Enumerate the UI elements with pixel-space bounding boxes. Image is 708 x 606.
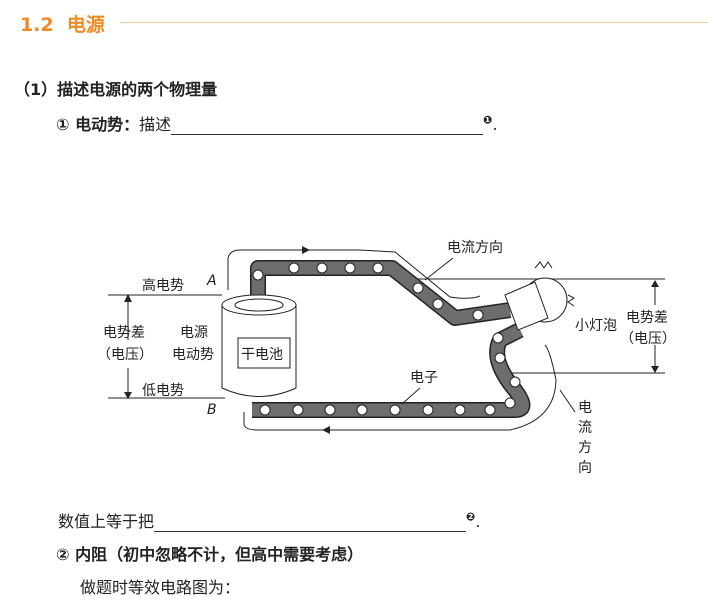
section-divider — [120, 22, 708, 23]
period: . — [492, 115, 498, 134]
left-voltage-label: （电压） — [97, 347, 153, 363]
section-number: 1.2 — [20, 14, 54, 36]
footnote-marker-1: ❶ — [483, 113, 493, 127]
item-emf-prefix: 描述 — [139, 115, 172, 134]
battery: 干电池 — [221, 294, 297, 397]
point-b-label: B — [207, 402, 217, 418]
source-emf-label-2: 电动势 — [172, 347, 214, 363]
battery-label: 干电池 — [241, 347, 283, 363]
right-voltage-label: （电压） — [620, 331, 676, 347]
current-direction-char: 流 — [578, 420, 592, 436]
emf-value-blank[interactable] — [154, 515, 467, 532]
current-direction-label-right: 电 — [578, 400, 592, 416]
point-a-label: A — [206, 273, 217, 289]
electrons — [252, 262, 521, 416]
period: . — [475, 512, 481, 531]
current-direction-char: 向 — [578, 460, 592, 476]
battery-circuit-diagram: 干电池 电流方向 高电势 低电势 A B 电势差 （电压） 电源 电动势 小灯泡… — [97, 240, 676, 476]
equivalent-circuit-text: 做题时等效电路图为： — [80, 578, 241, 597]
current-path-bottom — [243, 344, 557, 431]
item-emf: ① 电动势：描述 ❶. — [56, 111, 498, 135]
emf-blank[interactable] — [171, 118, 484, 135]
current-path-top — [227, 249, 481, 299]
high-potential-label: 高电势 — [142, 277, 184, 294]
light-bulb — [504, 261, 575, 331]
emf-value-prefix: 数值上等于把 — [58, 512, 155, 531]
bulb-label: 小灯泡 — [575, 318, 617, 334]
electron-label: 电子 — [410, 370, 438, 386]
current-direction-label-top: 电流方向 — [447, 240, 503, 256]
heading-1: （1）描述电源的两个物理量 — [14, 80, 218, 99]
source-emf-label-1: 电源 — [180, 325, 208, 341]
item-emf-label: ① 电动势： — [56, 115, 140, 134]
footnote-marker-2: ❷ — [466, 510, 476, 524]
item-internal-resistance: ② 内阻（初中忽略不计，但高中需要考虑） — [56, 545, 364, 564]
low-potential-label: 低电势 — [142, 383, 184, 399]
section-name: 电源 — [66, 14, 105, 36]
right-pd-label: 电势差 — [626, 310, 668, 326]
emf-value-line: 数值上等于把 ❷. — [58, 508, 480, 532]
section-title: 1.2 电源 — [20, 10, 105, 37]
current-direction-char: 方 — [578, 440, 592, 456]
left-pd-label: 电势差 — [103, 325, 145, 341]
